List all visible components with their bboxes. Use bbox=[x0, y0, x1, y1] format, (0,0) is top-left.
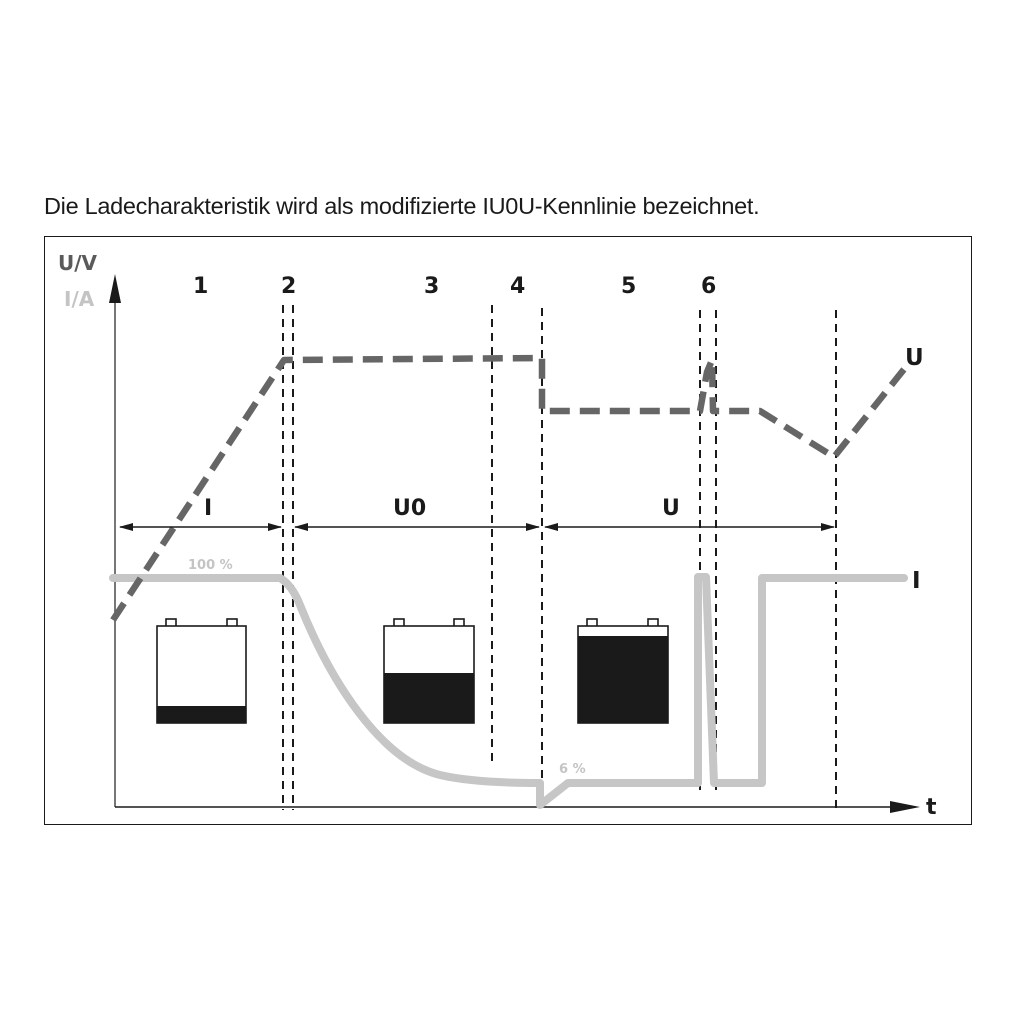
voltage-series-label: U bbox=[905, 345, 924, 371]
phase-number-5: 5 bbox=[621, 274, 636, 299]
phase-number-1: 1 bbox=[193, 274, 208, 299]
chart-frame bbox=[44, 236, 972, 825]
phase-number-4: 4 bbox=[510, 274, 525, 299]
x-axis-arrow-icon bbox=[890, 801, 920, 813]
battery-full-icon bbox=[577, 618, 669, 724]
range-label-U: U bbox=[662, 496, 680, 521]
voltage-curve bbox=[110, 354, 908, 622]
phase-number-3: 3 bbox=[424, 274, 439, 299]
battery-half-icon bbox=[383, 618, 475, 724]
phase-number-2: 2 bbox=[281, 274, 296, 299]
battery-low-icon bbox=[156, 618, 247, 724]
y-axis bbox=[109, 274, 121, 807]
current-100-percent-label: 100 % bbox=[188, 558, 233, 573]
range-label-U0: U0 bbox=[393, 496, 426, 521]
y-axis-label-current: I/A bbox=[64, 287, 95, 311]
phase-numbers: 1 2 3 4 5 6 bbox=[193, 274, 716, 299]
phase-boundaries bbox=[282, 305, 837, 810]
phase-number-6: 6 bbox=[701, 274, 716, 299]
x-axis bbox=[115, 801, 920, 813]
current-series-label: I bbox=[912, 568, 921, 594]
current-curve bbox=[109, 573, 908, 809]
y-axis-label-voltage: U/V bbox=[58, 251, 98, 275]
y-axis-arrow-icon bbox=[109, 274, 121, 303]
x-axis-label-time: t bbox=[926, 795, 937, 820]
current-6-percent-label: 6 % bbox=[559, 762, 586, 777]
range-label-I: I bbox=[204, 496, 212, 521]
chart-caption: Die Ladecharakteristik wird als modifizi… bbox=[44, 193, 760, 219]
